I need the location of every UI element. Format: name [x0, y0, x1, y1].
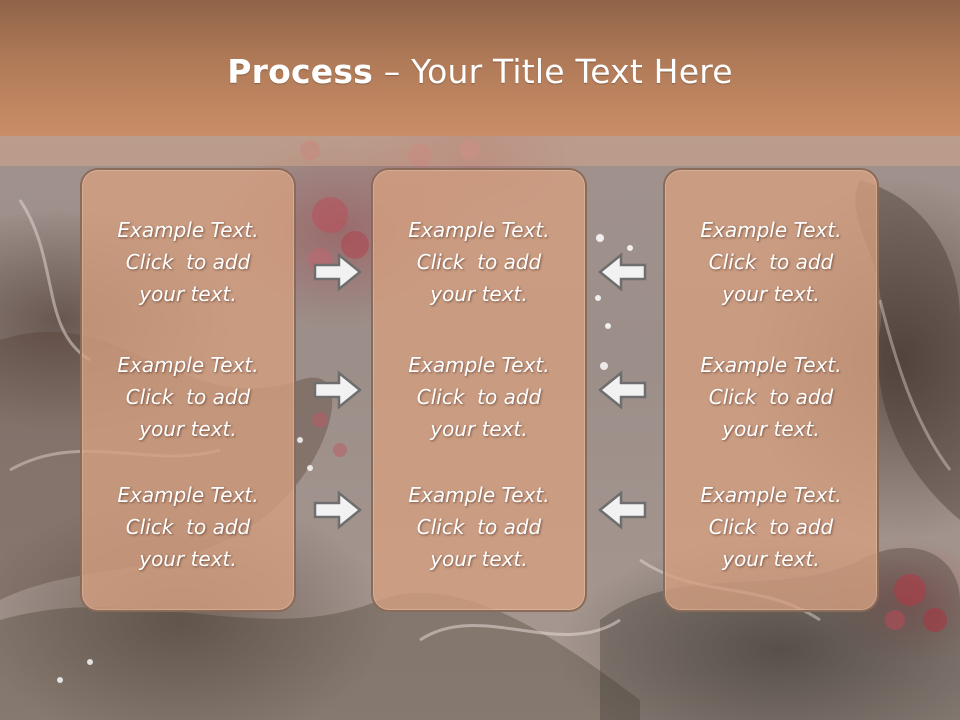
text-line: Example Text.	[700, 353, 842, 377]
text-line: Click to add	[125, 385, 251, 409]
text-placeholder[interactable]: Example Text. Click to add your text.	[665, 214, 877, 310]
text-line: your text.	[722, 282, 820, 306]
text-line: Click to add	[125, 250, 251, 274]
arrow-left-icon[interactable]	[597, 490, 647, 530]
process-box-right[interactable]: Example Text. Click to add your text. Ex…	[663, 168, 879, 612]
text-line: your text.	[722, 417, 820, 441]
text-placeholder[interactable]: Example Text. Click to add your text.	[373, 349, 585, 445]
text-line: Example Text.	[117, 483, 259, 507]
arrow-right-icon[interactable]	[313, 370, 363, 410]
text-line: Click to add	[708, 250, 834, 274]
arrow-right-icon[interactable]	[313, 490, 363, 530]
arrow-left-icon[interactable]	[597, 370, 647, 410]
text-line: your text.	[139, 282, 237, 306]
slide-title-bold: Process	[227, 52, 374, 91]
text-line: your text.	[430, 547, 528, 571]
text-line: Example Text.	[408, 218, 550, 242]
text-placeholder[interactable]: Example Text. Click to add your text.	[665, 479, 877, 575]
text-line: your text.	[139, 547, 237, 571]
text-line: your text.	[139, 417, 237, 441]
text-line: your text.	[722, 547, 820, 571]
text-line: Click to add	[125, 515, 251, 539]
title-bar	[0, 0, 960, 166]
arrow-right-icon[interactable]	[313, 252, 363, 292]
arrow-left-icon[interactable]	[597, 252, 647, 292]
text-line: Example Text.	[700, 218, 842, 242]
text-line: your text.	[430, 282, 528, 306]
text-placeholder[interactable]: Example Text. Click to add your text.	[665, 349, 877, 445]
title-bar-sheen	[0, 136, 960, 166]
text-line: your text.	[430, 417, 528, 441]
text-placeholder[interactable]: Example Text. Click to add your text.	[373, 214, 585, 310]
process-box-center[interactable]: Example Text. Click to add your text. Ex…	[371, 168, 587, 612]
text-line: Click to add	[708, 385, 834, 409]
text-line: Example Text.	[408, 483, 550, 507]
text-placeholder[interactable]: Example Text. Click to add your text.	[373, 479, 585, 575]
text-line: Click to add	[416, 515, 542, 539]
text-line: Example Text.	[117, 353, 259, 377]
text-line: Click to add	[416, 250, 542, 274]
text-placeholder[interactable]: Example Text. Click to add your text.	[82, 349, 294, 445]
text-placeholder[interactable]: Example Text. Click to add your text.	[82, 214, 294, 310]
text-line: Example Text.	[117, 218, 259, 242]
text-placeholder[interactable]: Example Text. Click to add your text.	[82, 479, 294, 575]
process-box-left[interactable]: Example Text. Click to add your text. Ex…	[80, 168, 296, 612]
text-line: Click to add	[708, 515, 834, 539]
slide-title[interactable]: Process – Your Title Text Here	[0, 52, 960, 91]
text-line: Example Text.	[408, 353, 550, 377]
text-line: Example Text.	[700, 483, 842, 507]
slide-title-rest: – Your Title Text Here	[373, 52, 733, 91]
text-line: Click to add	[416, 385, 542, 409]
